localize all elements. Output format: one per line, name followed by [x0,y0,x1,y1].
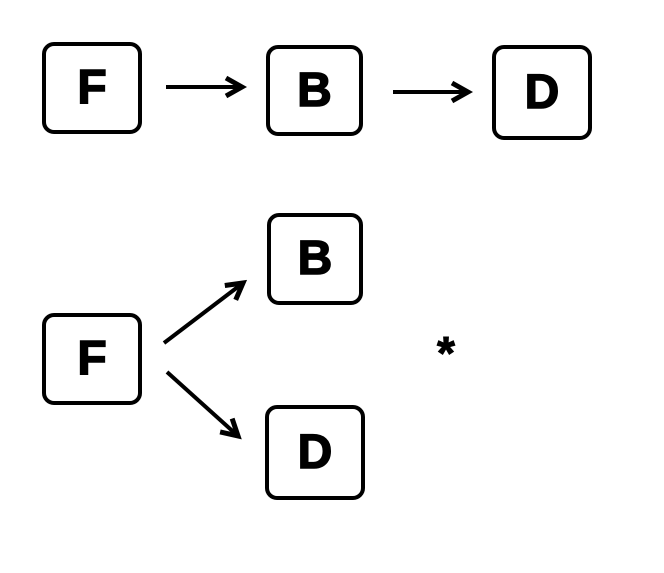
node-top-f: F [42,42,142,134]
arrow-bottom-f-to-d [165,370,238,436]
footnote-asterisk: * [437,327,456,379]
arrow-bottom-f-to-b [162,283,243,345]
node-top-b-label: B [296,63,332,117]
node-top-f-label: F [77,61,108,114]
node-top-d-label: D [524,65,560,119]
node-bottom-b-label: B [297,232,333,285]
node-bottom-d: D [265,405,365,500]
node-bottom-d-label: D [297,425,333,479]
node-top-d: D [492,45,592,140]
node-bottom-f: F [42,313,142,405]
node-bottom-b: B [267,213,363,305]
node-top-b: B [266,45,363,136]
node-bottom-f-label: F [77,332,108,385]
